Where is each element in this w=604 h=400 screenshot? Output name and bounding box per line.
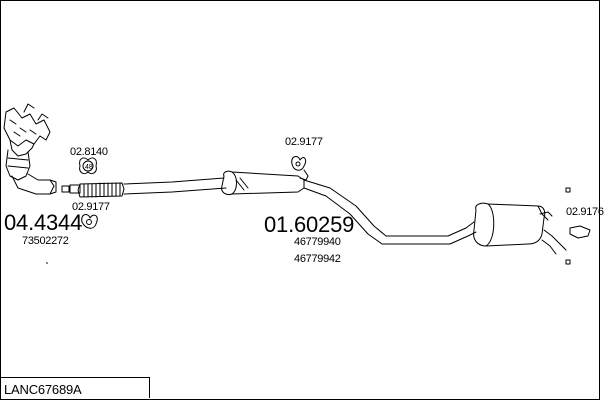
- rear-silencer-part: [473, 202, 567, 255]
- clamp-ring-part: [79, 157, 97, 175]
- dot-mark: [46, 262, 48, 264]
- front-pipe-upper: [123, 177, 225, 185]
- hanger-mid-ref-label: 02.9177: [285, 136, 323, 148]
- catalyst-ref-label: 04.4344: [4, 210, 83, 235]
- clamp-badge-text: 48: [85, 164, 93, 171]
- rear-pipe-upper: [303, 179, 475, 237]
- manifold-catalyst-part: [3, 103, 57, 195]
- clamp-ref-label: 02.8140: [70, 146, 108, 158]
- gasket-left-ref-label: 02.9177: [72, 201, 110, 213]
- marker-square: [565, 259, 571, 265]
- middle-oem-number-1: 46779940: [294, 236, 341, 248]
- diagram-code: LANC67689A: [4, 382, 82, 397]
- marker-square: [565, 187, 571, 193]
- diagram-code-box: LANC67689A: [0, 377, 150, 398]
- catalyst-oem-number: 73502272: [22, 235, 69, 247]
- flex-pipe-part: [77, 182, 125, 198]
- hanger-mid-part: [291, 156, 309, 181]
- rear-pipe-lower: [303, 187, 477, 245]
- front-pipe-lower: [123, 187, 227, 195]
- rear-hanger-part: [569, 225, 591, 239]
- middle-ref-label: 01.60259: [264, 212, 355, 237]
- rear-hanger-ref-label: 02.9176: [566, 206, 604, 218]
- connector-part: [61, 184, 81, 194]
- middle-oem-number-2: 46779942: [294, 253, 341, 265]
- middle-silencer-part: [221, 170, 305, 195]
- gasket-left-part: [81, 214, 98, 229]
